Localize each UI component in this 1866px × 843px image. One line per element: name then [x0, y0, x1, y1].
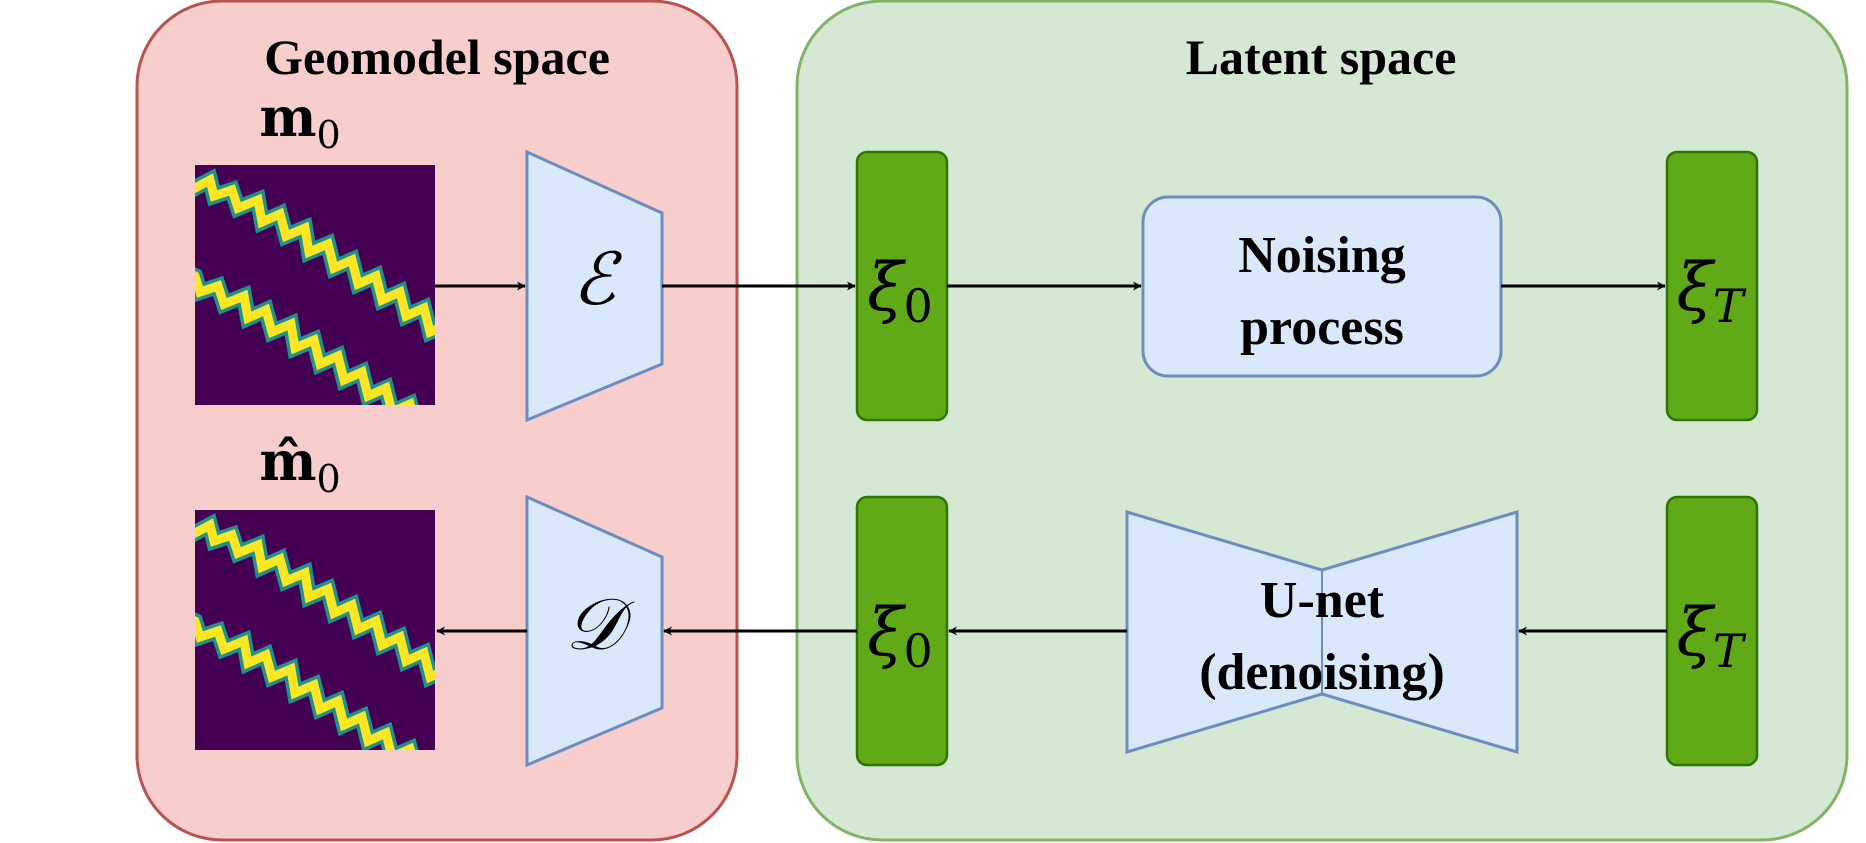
m0-base: m: [259, 85, 316, 149]
geomodel-image-m0-hat: [195, 510, 435, 750]
m0-subscript: 0: [316, 113, 340, 157]
noising-process-line2: process: [1240, 299, 1404, 356]
xiT-bottom-subscript: T: [1713, 624, 1747, 678]
xiT-top-label: ξT: [1676, 249, 1746, 333]
encoder-block: [525, 149, 664, 423]
unet-line1: U-net: [1260, 572, 1385, 629]
m0-label: m0: [259, 85, 340, 157]
encoder-symbol: ℰ: [572, 237, 622, 321]
xi0-bottom-symbol: ξ: [867, 594, 907, 671]
xi0-bottom-label: ξ0: [867, 594, 933, 678]
xi0-top-label: ξ0: [867, 249, 933, 333]
xiT-bottom-label: ξT: [1676, 594, 1746, 678]
geomodel-image-m0: [195, 165, 435, 405]
latent-space-title: Latent space: [1186, 29, 1457, 85]
xiT-top-symbol: ξ: [1676, 249, 1716, 326]
noising-process-line1: Noising: [1238, 227, 1406, 284]
xi0-top-subscript: 0: [904, 279, 933, 333]
decoder-block: [525, 494, 664, 768]
m0-hat-subscript: 0: [316, 457, 340, 501]
xi0-bottom-subscript: 0: [904, 624, 933, 678]
geomodel-space-title: Geomodel space: [264, 29, 610, 85]
unet-line2: (denoising): [1199, 644, 1445, 701]
latent-vector-xiT-top: [1665, 150, 1759, 422]
xi0-top-symbol: ξ: [867, 249, 907, 326]
xiT-top-subscript: T: [1713, 279, 1747, 333]
m0-hat-base: m̂: [259, 429, 316, 493]
m0-hat-label: m̂0: [259, 429, 340, 501]
xiT-bottom-symbol: ξ: [1676, 594, 1716, 671]
